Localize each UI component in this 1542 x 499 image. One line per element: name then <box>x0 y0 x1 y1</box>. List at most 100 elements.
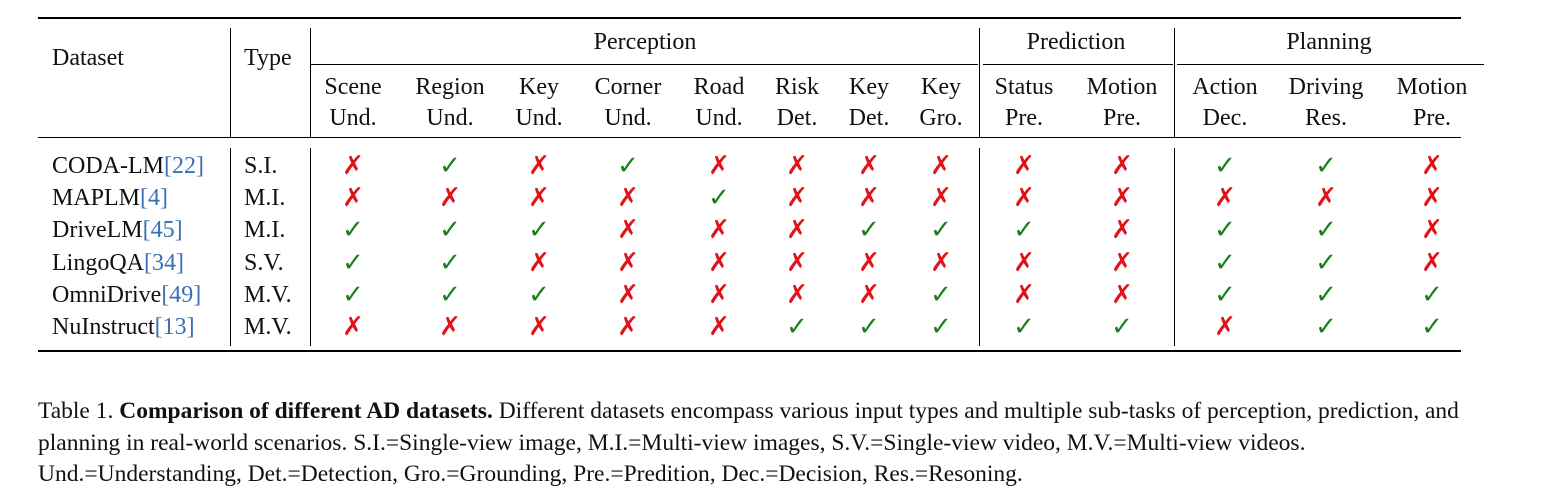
perception-divider-body <box>979 148 980 346</box>
cross-mark-icon: ✗ <box>708 151 730 181</box>
subheader-line2: Pre. <box>1413 105 1451 131</box>
check-mark-icon: ✓ <box>528 280 550 310</box>
caption-label: Table 1. <box>38 398 114 424</box>
check-mark-icon: ✓ <box>1315 151 1337 181</box>
cross-mark-icon: ✗ <box>858 183 880 213</box>
cross-mark-icon: ✗ <box>617 248 639 278</box>
cross-mark-icon: ✗ <box>1013 183 1035 213</box>
check-mark-icon: ✓ <box>439 248 461 278</box>
row-dataset-name: NuInstruct[13] <box>52 311 195 343</box>
type-divider <box>310 28 311 138</box>
table-bottom-rule <box>38 350 1461 352</box>
check-mark-icon: ✓ <box>342 280 364 310</box>
subheader-line2: Det. <box>848 105 890 131</box>
header-perception: Perception <box>593 29 697 55</box>
check-mark-icon: ✓ <box>1214 215 1236 245</box>
cross-mark-icon: ✗ <box>930 183 952 213</box>
header-dataset: Dataset <box>52 45 124 71</box>
subheader-line2: Pre. <box>1005 105 1043 131</box>
prediction-divider-body <box>1174 148 1175 346</box>
cross-mark-icon: ✗ <box>617 312 639 342</box>
subheader-line1: Action <box>1192 74 1258 100</box>
subheader-line1: Motion <box>1086 74 1158 100</box>
check-mark-icon: ✓ <box>1013 312 1035 342</box>
prediction-group-rule <box>983 64 1173 65</box>
subheader-line2: Dec. <box>1202 105 1248 131</box>
dataset-name: DriveLM <box>52 217 143 243</box>
subheader-line2: Und. <box>604 105 652 131</box>
citation-link[interactable]: [13] <box>154 314 195 340</box>
citation-link[interactable]: [34] <box>144 250 184 276</box>
dataset-name: LingoQA <box>52 250 144 276</box>
row-type: S.I. <box>244 153 278 179</box>
cross-mark-icon: ✗ <box>858 248 880 278</box>
check-mark-icon: ✓ <box>1315 312 1337 342</box>
cross-mark-icon: ✗ <box>1013 280 1035 310</box>
check-mark-icon: ✓ <box>708 183 730 213</box>
cross-mark-icon: ✗ <box>439 312 461 342</box>
cross-mark-icon: ✗ <box>342 312 364 342</box>
cross-mark-icon: ✗ <box>528 151 550 181</box>
dataset-name: NuInstruct <box>52 314 155 340</box>
check-mark-icon: ✓ <box>1111 312 1133 342</box>
subheader-line1: Scene <box>324 74 382 100</box>
citation-link[interactable]: [45] <box>142 217 183 243</box>
check-mark-icon: ✓ <box>1315 248 1337 278</box>
subheader-line2: Gro. <box>919 105 963 131</box>
cross-mark-icon: ✗ <box>786 248 808 278</box>
cross-mark-icon: ✗ <box>617 215 639 245</box>
cross-mark-icon: ✗ <box>786 151 808 181</box>
subheader-line1: Key <box>519 74 559 100</box>
citation-link[interactable]: [49] <box>161 282 202 308</box>
dataset-name: OmniDrive <box>52 282 162 308</box>
citation-link[interactable]: [22] <box>164 153 204 179</box>
cross-mark-icon: ✗ <box>617 183 639 213</box>
table-header-rule <box>38 137 1461 138</box>
check-mark-icon: ✓ <box>1421 280 1443 310</box>
cross-mark-icon: ✗ <box>1421 248 1443 278</box>
check-mark-icon: ✓ <box>858 215 880 245</box>
dataset-divider <box>230 28 231 138</box>
row-dataset-name: MAPLM[4] <box>52 182 168 214</box>
row-dataset-name: OmniDrive[49] <box>52 279 201 311</box>
header-planning: Planning <box>1286 29 1372 55</box>
cross-mark-icon: ✗ <box>708 248 730 278</box>
cross-mark-icon: ✗ <box>1421 215 1443 245</box>
perception-divider <box>979 28 980 138</box>
prediction-divider <box>1174 28 1175 138</box>
cross-mark-icon: ✗ <box>1013 248 1035 278</box>
cross-mark-icon: ✗ <box>1421 183 1443 213</box>
caption-bold: Comparison of different AD datasets. <box>119 398 493 424</box>
dataset-name: MAPLM <box>52 185 141 211</box>
table-caption: Table 1. Comparison of different AD data… <box>38 396 1488 491</box>
check-mark-icon: ✓ <box>342 215 364 245</box>
subheader-line1: Status <box>994 74 1054 100</box>
cross-mark-icon: ✗ <box>1111 215 1133 245</box>
subheader-line1: Road <box>693 74 745 100</box>
check-mark-icon: ✓ <box>1214 248 1236 278</box>
check-mark-icon: ✓ <box>617 151 639 181</box>
subheader-line1: Motion <box>1396 74 1468 100</box>
subheader-line2: Det. <box>776 105 818 131</box>
cross-mark-icon: ✗ <box>930 151 952 181</box>
citation-link[interactable]: [4] <box>140 185 169 211</box>
check-mark-icon: ✓ <box>528 215 550 245</box>
cross-mark-icon: ✗ <box>1111 183 1133 213</box>
cross-mark-icon: ✗ <box>1013 151 1035 181</box>
cross-mark-icon: ✗ <box>930 248 952 278</box>
cross-mark-icon: ✗ <box>708 312 730 342</box>
cross-mark-icon: ✗ <box>1214 312 1236 342</box>
check-mark-icon: ✓ <box>930 280 952 310</box>
subheader-line1: Driving <box>1288 74 1364 100</box>
dataset-divider-body <box>230 148 231 346</box>
header-type: Type <box>244 45 292 71</box>
cross-mark-icon: ✗ <box>342 151 364 181</box>
